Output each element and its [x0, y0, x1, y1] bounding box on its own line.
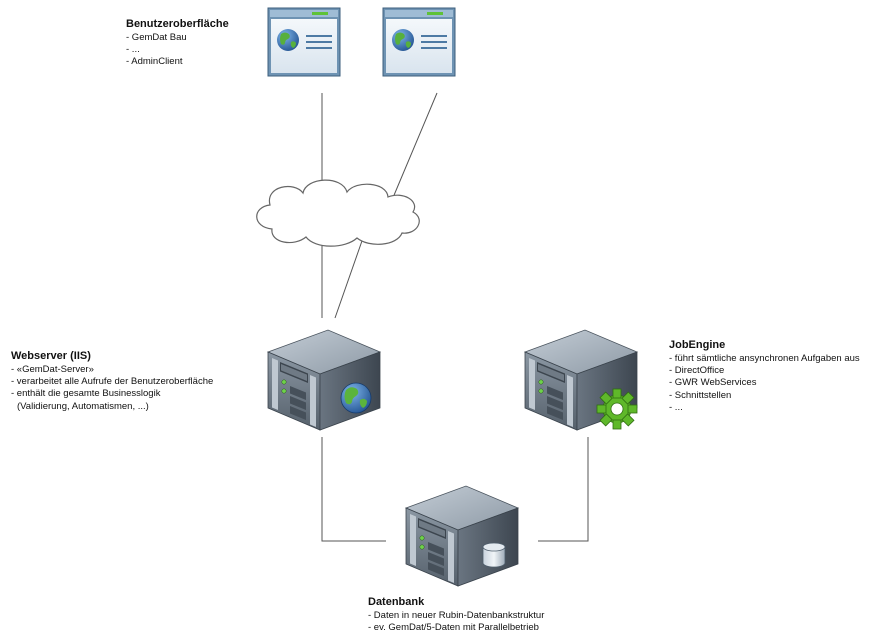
database-icon — [482, 542, 506, 568]
webserver-label: Webserver (IIS) - «GemDat-Server» - vera… — [11, 349, 213, 413]
ui-title: Benutzeroberfläche — [126, 18, 229, 30]
jobengine-item: - Schnittstellen — [669, 389, 732, 401]
ui-item: - GemDat Bau — [126, 32, 187, 43]
datenbank-label: Datenbank - Daten in neuer Rubin-Datenba… — [368, 595, 544, 634]
webserver-item: - «GemDat-Server» — [11, 364, 94, 375]
webserver-item: (Validierung, Automatismen, ...) — [17, 400, 149, 412]
line-jobengine-datenbank — [538, 437, 589, 542]
jobengine-item: - führt sämtliche ansynchronen Aufgaben … — [669, 353, 860, 364]
jobengine-label: JobEngine - führt sämtliche ansynchronen… — [669, 338, 860, 414]
jobengine-item: - GWR WebServices — [669, 377, 757, 389]
ui-label: Benutzeroberfläche - GemDat Bau - ... - … — [126, 17, 229, 69]
webserver-item: - verarbeitet alle Aufrufe der Benutzero… — [11, 376, 214, 388]
browser-window-icon — [382, 7, 456, 77]
webserver-item: - enthält die gesamte Businesslogik — [11, 388, 161, 400]
ui-item: - AdminClient — [126, 56, 183, 68]
gear-icon — [596, 388, 638, 430]
webserver-title: Webserver (IIS) — [11, 350, 91, 362]
line-browser2-cloud — [391, 92, 438, 201]
webserver-server-icon — [267, 329, 381, 431]
datenbank-server-icon — [405, 485, 519, 587]
connection-lines — [321, 92, 589, 542]
line-webserver-datenbank — [321, 437, 386, 542]
jobengine-item: - DirectOffice — [669, 365, 725, 377]
jobengine-item: - ... — [669, 401, 683, 413]
server-icon — [267, 329, 381, 431]
ui-item: - ... — [126, 44, 140, 56]
jobengine-server-icon — [524, 329, 638, 431]
jobengine-title: JobEngine — [669, 339, 726, 351]
browser-window-icon — [267, 7, 341, 77]
datenbank-item: - Daten in neuer Rubin-Datenbankstruktur — [368, 610, 545, 621]
datenbank-title: Datenbank — [368, 596, 425, 608]
datenbank-item: - ev. GemDat/5-Daten mit Parallelbetrieb — [368, 622, 539, 634]
cloud-icon — [256, 179, 420, 247]
globe-icon — [340, 382, 372, 414]
server-icon — [405, 485, 519, 587]
line-cloud-webserver-2 — [334, 237, 364, 319]
